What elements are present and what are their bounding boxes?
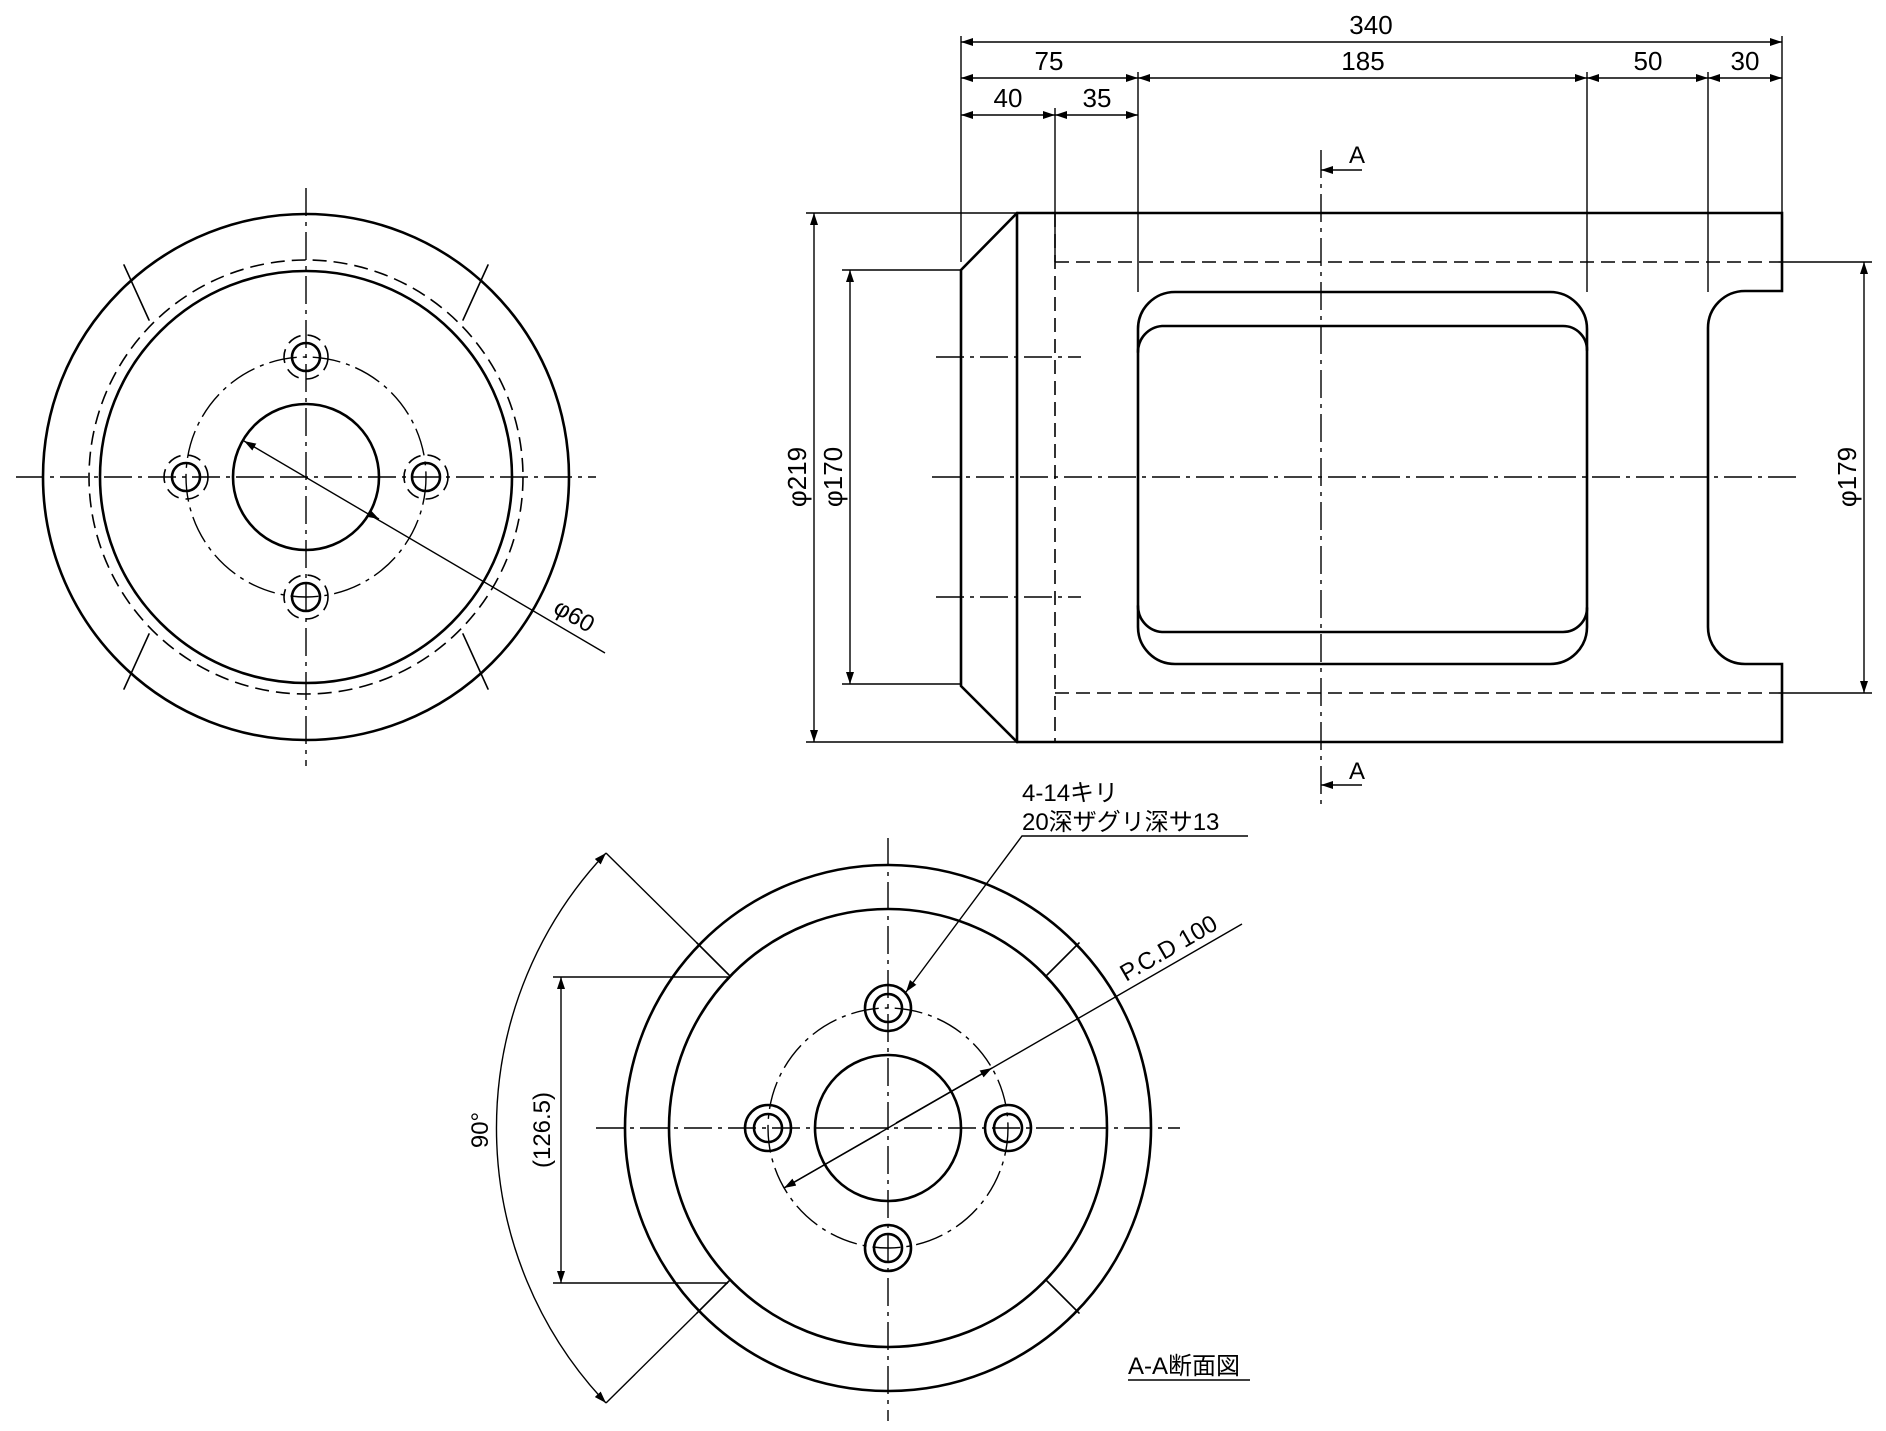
side-view-outline: [959, 211, 1784, 744]
dim-340: 340: [1349, 10, 1392, 40]
extension-lines-top: [960, 36, 1783, 292]
dia-60-leader: [243, 440, 606, 654]
dim-dia-219: φ219: [782, 447, 812, 507]
pcd-label: P.C.D 100: [1116, 910, 1223, 987]
section-title: A-A断面図: [1128, 1353, 1240, 1380]
dim-50: 50: [1634, 46, 1663, 76]
dim-40: 40: [994, 83, 1023, 113]
dim-dia-179: φ179: [1832, 447, 1862, 507]
hole-note-line2: 20深ザグリ深サ13: [1022, 809, 1219, 836]
dim-75: 75: [1035, 46, 1064, 76]
dia-60-label: φ60: [549, 594, 599, 639]
dim-30: 30: [1731, 46, 1760, 76]
dim-angle: 90°: [467, 1112, 494, 1148]
dim-185: 185: [1341, 46, 1384, 76]
section-marker-top: A: [1349, 142, 1365, 169]
dim-dia-170: φ170: [818, 447, 848, 507]
end-view: φ60: [16, 188, 606, 766]
hole-note-line1: 4-14キリ: [1022, 780, 1118, 807]
section-view: P.C.D 100 4-14キリ 20深ザグリ深サ13 (126.5) 90° …: [467, 780, 1250, 1421]
dim-chord: (126.5): [529, 1092, 556, 1168]
side-view-window-inner: [1136, 324, 1589, 634]
section-slot-lines: [696, 942, 1080, 1314]
side-view-window-outer: [1136, 290, 1589, 666]
dim-35: 35: [1083, 83, 1112, 113]
end-view-slot-lines: [123, 264, 489, 690]
side-view: A A 340 75 185 50 30 40 35 φ219: [782, 10, 1872, 805]
section-marker-bottom: A: [1349, 758, 1365, 785]
